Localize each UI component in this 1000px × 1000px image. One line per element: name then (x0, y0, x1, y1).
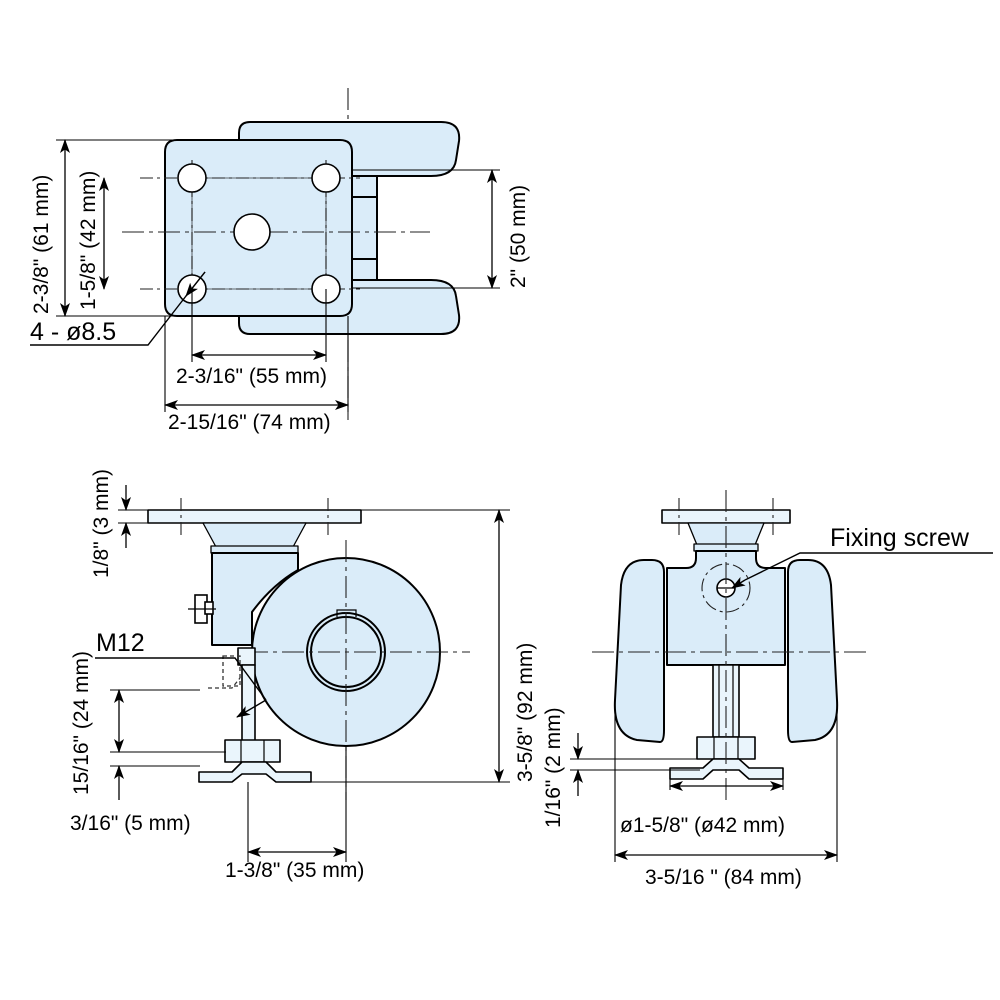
front-view-dim-width-label: 3-5/16 " (84 mm) (645, 866, 802, 889)
side-view-m12-leader (95, 657, 267, 701)
top-view-group: 2-3/8" (61 mm) 1-5/8" (42 mm) 4 - ø8.5 2… (30, 88, 530, 434)
front-view-wheel-right (787, 559, 839, 743)
front-view-screw-leader (744, 552, 993, 581)
front-view-dim-gap-label: 1/16" (2 mm) (542, 707, 565, 828)
side-view-fork-body (211, 552, 299, 646)
side-view-hub-keyway (336, 609, 357, 617)
front-view-dim-foot-label: ø1-5/8" (ø42 mm) (620, 814, 785, 837)
side-view-dim-height-label: 3-5/8" (92 mm) (514, 643, 537, 782)
side-view-mounting-plate (147, 509, 362, 524)
side-view-neck-collar (210, 545, 299, 554)
front-view-group: Fixing screw 1/16" (2 mm) ø1-5/8" (ø42 m… (542, 490, 993, 889)
top-view-swivel-hole (233, 213, 271, 251)
top-view-hole-note-label: 4 - ø8.5 (30, 318, 116, 346)
front-view-screw-arrow (731, 576, 746, 589)
top-view-mounting-hole-tl (177, 163, 207, 193)
side-view-dim-plate-thickness-label: 1/8" (3 mm) (90, 469, 113, 578)
front-view-fixing-screw-ref-circle (701, 563, 751, 613)
side-view-brake-pin (204, 601, 214, 615)
side-view-group: 1/8" (3 mm) 3-5/8" (92 mm) M12 15/16" (2… (70, 469, 537, 882)
side-view-swivel-neck (202, 522, 307, 548)
top-view-dim-span-label: 2" (50 mm) (507, 185, 530, 288)
top-view-dim-hole-h-label: 2-3/16" (55 mm) (176, 365, 327, 388)
side-view-dim-offset-label: 1-3/8" (35 mm) (225, 859, 364, 882)
top-view-mounting-hole-tr (311, 163, 341, 193)
front-view-wheel-left (613, 559, 665, 743)
side-view-hex-nut (224, 739, 281, 763)
side-view-dim-clearance-label: 3/16" (5 mm) (70, 812, 191, 835)
side-view-dim-thread-label: 15/16" (24 mm) (70, 651, 93, 795)
top-view-hole-note-leader (30, 271, 206, 346)
top-view-dim-hole-v-label: 1-5/8" (42 mm) (77, 171, 100, 310)
front-view-screw-label: Fixing screw (830, 524, 970, 552)
top-view-dim-overall-height-label: 2-3/8" (61 mm) (30, 175, 53, 314)
side-view-m12-arrow (236, 699, 267, 718)
top-view-dim-width-label: 2-15/16" (74 mm) (168, 411, 331, 434)
side-view-base-pad (198, 761, 312, 783)
side-view-hidden-detail-b (208, 677, 241, 689)
side-view-hidden-detail-a (222, 655, 241, 687)
side-view-m12-label: M12 (96, 629, 145, 657)
